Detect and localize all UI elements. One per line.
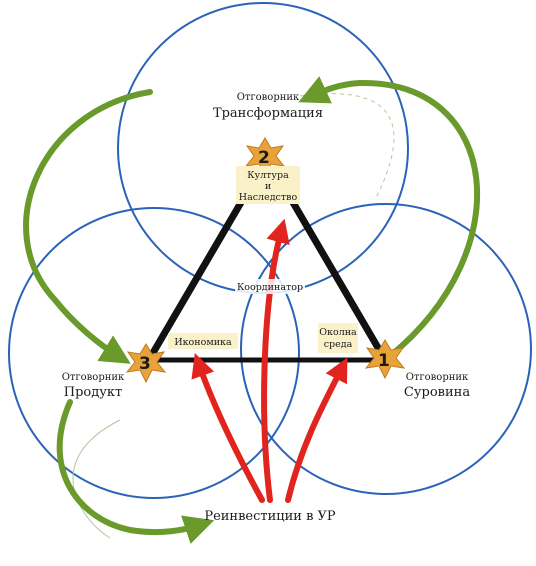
vertex-number-2: 2 bbox=[258, 148, 270, 168]
role-transformation-name: Трансформация bbox=[213, 106, 323, 121]
red-arrow-to-v2 bbox=[261, 218, 290, 503]
label-bg-coordinator bbox=[235, 279, 305, 294]
v2-label-line2: и bbox=[265, 181, 271, 192]
reinvest-label: Реинвестиции в УР bbox=[204, 509, 336, 524]
role-raw-name: Суровина bbox=[404, 385, 470, 400]
vertex-star-1 bbox=[364, 339, 406, 380]
thin-arcs bbox=[72, 93, 395, 539]
red-arrow-to-v3 bbox=[191, 352, 265, 503]
label-bg-v1 bbox=[318, 323, 358, 353]
v1-label-line1: Околна bbox=[319, 327, 357, 338]
red-arrow-to-v1 bbox=[285, 357, 348, 503]
green-arrow-top-to-left bbox=[23, 89, 153, 364]
circle-right bbox=[240, 203, 532, 495]
green-arrow-left-to-bottom bbox=[56, 399, 215, 544]
v2-label-line1: Култура bbox=[247, 170, 289, 181]
circles bbox=[8, 2, 532, 499]
green-arrows bbox=[23, 76, 481, 544]
vertex-number-3: 3 bbox=[139, 354, 151, 374]
circle-left bbox=[8, 207, 300, 499]
label-bg-v3 bbox=[168, 333, 238, 349]
role-transformation-title: Отговорник bbox=[237, 92, 300, 103]
label-bg-v2 bbox=[236, 166, 300, 204]
vertex-star-3 bbox=[125, 343, 167, 384]
role-product-title: Отговорник bbox=[62, 372, 125, 383]
vertex-number-1: 1 bbox=[378, 351, 390, 371]
role-product-name: Продукт bbox=[64, 385, 122, 400]
coordinator-label: Координатор bbox=[237, 282, 303, 293]
red-arrows bbox=[191, 218, 348, 503]
v3-label: Икономика bbox=[174, 337, 232, 348]
v1-label-line2: среда bbox=[324, 339, 353, 350]
green-arrow-right-to-top bbox=[298, 76, 481, 359]
v2-label-line3: Наследство bbox=[239, 192, 298, 203]
role-raw-title: Отговорник bbox=[406, 372, 469, 383]
